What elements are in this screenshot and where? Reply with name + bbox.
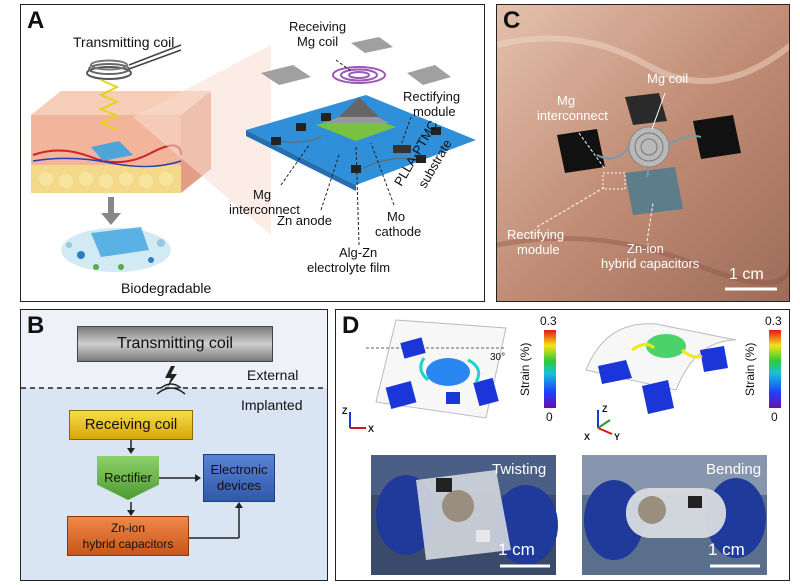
zn-ion-label-c-1: Zn-ion	[627, 241, 664, 256]
transmitting-coil-icon	[86, 66, 132, 80]
scale-label-c: 1 cm	[729, 266, 764, 283]
device-pad-bottom	[625, 167, 683, 215]
mg-interconnect-label-1: Mg	[253, 187, 272, 202]
alg-zn-label-1: Alg-Zn	[339, 245, 378, 260]
external-label: External	[247, 367, 299, 383]
substrate	[246, 95, 476, 185]
receiving-coil-label-1: Receiving	[289, 19, 347, 34]
alg-zn-label-2: electrolyte film	[307, 260, 391, 275]
rectifying-label-c-1: Rectifying	[507, 227, 565, 242]
scale-label-d-left: 1 cm	[498, 540, 535, 559]
panel-d: D 30° 0.3 0 Strain (%) 0.3 0 Strain (%) …	[335, 309, 790, 581]
magnetic-field-icon	[98, 79, 120, 131]
rectifying-label-c-2: module	[517, 242, 560, 257]
twisting-label: Twisting	[492, 461, 547, 478]
panel-label-a: A	[27, 7, 45, 34]
panel-label-d: D	[342, 312, 360, 339]
implanted-label: Implanted	[241, 397, 303, 413]
bent-coil-strain	[646, 334, 686, 358]
axis-z-left: Z	[342, 406, 348, 416]
colorbar-bottom-left: 0	[546, 410, 553, 424]
zn-ion-label-c-2: hybrid capacitors	[601, 256, 700, 271]
rectifying-module	[393, 145, 411, 153]
panel-label-b: B	[27, 312, 45, 339]
device-pad-right	[693, 115, 741, 159]
colorbar-bottom-right: 0	[771, 410, 778, 424]
zn-ion-label-b-2: hybrid capacitors	[82, 537, 174, 551]
mo-cathode-label-2: cathode	[375, 224, 422, 239]
panel-c-photo	[497, 5, 789, 301]
panel-d-simulation	[349, 319, 781, 575]
twist-angle-label: 30°	[490, 352, 506, 363]
axis-z-right: Z	[602, 404, 608, 414]
electronic-devices-box: Electronic devices	[203, 454, 275, 502]
receiving-coil-icon	[332, 66, 386, 84]
wireless-icon	[160, 383, 182, 389]
panel-c: C Mg coil Mg interconnect Rectifying mod…	[496, 4, 790, 302]
rectifying-module-box	[602, 172, 626, 190]
biodegradable-label: Biodegradable	[121, 280, 212, 296]
bending-label: Bending	[706, 461, 762, 478]
transmitting-coil-label: Transmitting coil	[73, 34, 175, 50]
panel-label-c: C	[503, 7, 521, 34]
rectifying-module-label-1: Rectifying	[403, 89, 461, 104]
mg-interconnect-label-c-2: interconnect	[537, 108, 608, 123]
colorbar-label-right: Strain (%)	[743, 342, 757, 396]
transmitting-coil-box: Transmitting coil	[77, 326, 273, 362]
colorbar-label-left: Strain (%)	[518, 342, 532, 396]
device-pad-left	[557, 129, 605, 173]
lightning-icon	[165, 366, 177, 388]
zn-anode-label: Zn anode	[277, 213, 332, 228]
electronic-devices-label-2: devices	[216, 478, 262, 493]
axis-x-right: X	[584, 432, 591, 442]
receiving-coil-box: Receiving coil	[69, 410, 193, 440]
axis-x-left: X	[368, 424, 375, 434]
colorbar-top-left: 0.3	[540, 314, 557, 328]
mo-cathode-label-1: Mo	[387, 209, 406, 224]
mg-interconnect-label-c-1: Mg	[557, 93, 576, 108]
implanted-device	[91, 141, 133, 161]
colorbar-top-right: 0.3	[765, 314, 782, 328]
panel-b-diagram	[21, 366, 327, 539]
twisted-coil-strain	[426, 358, 470, 386]
zn-ion-capacitors-box: Zn-ion hybrid capacitors	[67, 516, 189, 556]
electronic-devices-label-1: Electronic	[210, 462, 268, 477]
rectifying-module-label-2: module	[413, 104, 456, 119]
scale-label-d-right: 1 cm	[708, 540, 745, 559]
panel-b: B Transmitting coil External Implanted R…	[20, 309, 328, 581]
panel-a: A Transmitting coil Receiving Mg coil Re…	[20, 4, 485, 302]
axes-icon-right	[597, 410, 613, 435]
axes-icon-left	[349, 412, 366, 429]
mg-interconnect-label-2: interconnect	[229, 202, 300, 217]
panel-a-illustration	[31, 37, 476, 272]
colorbar-left	[544, 330, 556, 408]
receiving-coil-label-2: Mg coil	[297, 34, 339, 49]
mg-coil-label: Mg coil	[647, 71, 689, 86]
colorbar-right	[769, 330, 781, 408]
zn-ion-label-b-1: Zn-ion	[110, 521, 145, 535]
biodegradable-splash	[61, 227, 171, 272]
axis-y-right: Y	[614, 432, 621, 442]
